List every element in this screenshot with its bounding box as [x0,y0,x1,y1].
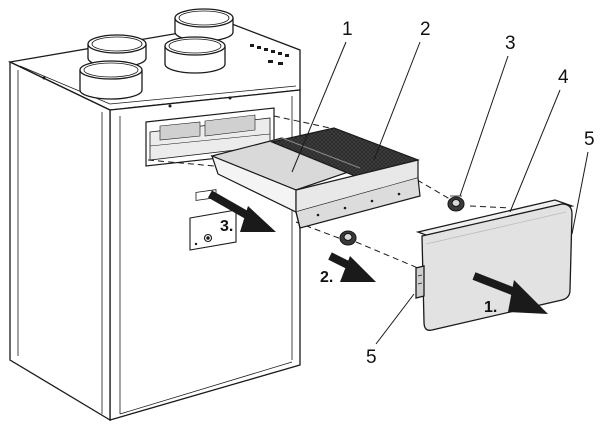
callout-5-upper: 5 [584,129,595,150]
arrow-step-2 [328,252,376,282]
leader-5-lower [375,293,415,345]
callout-1: 1 [342,19,353,40]
unit-side-face [9,60,111,422]
cover-panel [421,203,573,331]
front-cover [415,199,575,331]
callout-4: 4 [558,67,569,88]
callout-5-lower: 5 [366,347,377,368]
knob-upper [447,195,465,212]
knob-lower [339,230,357,246]
housing-access-plate [189,189,237,251]
callout-2: 2 [420,19,431,40]
leader-5-upper [571,151,589,235]
leader-4 [509,89,561,213]
leader-1 [291,41,347,173]
step-label-3: 3. [220,218,234,235]
cover-latch [415,265,425,299]
control-panel [42,44,289,108]
arrow-step-3 [208,190,276,232]
duct-spigots [79,8,234,100]
leader-2 [373,41,421,161]
duct-spigot-front-right [164,36,226,74]
duct-spigot-back-right [174,8,234,42]
arrow-step-1 [472,272,548,314]
step-label-1: 1. [484,299,498,316]
filter-drawer [210,127,421,229]
step-arrows [208,190,548,314]
duct-spigot-front-left [79,60,143,100]
callout-3: 3 [505,33,516,54]
leader-3 [459,55,509,197]
callout-leaders [291,41,589,345]
step-label-2: 2. [320,269,334,286]
duct-spigot-back-left [87,34,147,68]
